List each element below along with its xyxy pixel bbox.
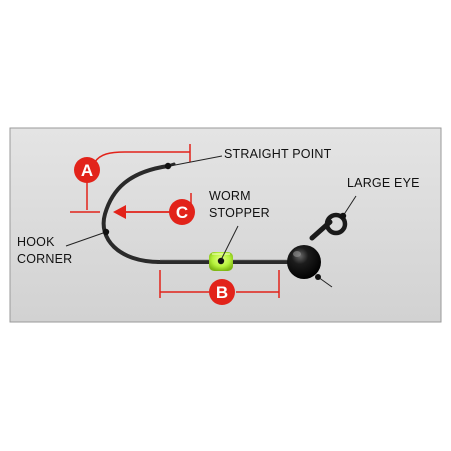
badge-c bbox=[169, 199, 195, 225]
dot-worm-stopper bbox=[217, 257, 225, 265]
label-stopper: STOPPER bbox=[209, 206, 270, 220]
badge-b bbox=[209, 279, 235, 305]
dot-hook-corner bbox=[102, 228, 110, 236]
callout-c: C bbox=[113, 193, 195, 225]
label-worm: WORM bbox=[209, 189, 251, 203]
dot-straight-point bbox=[164, 162, 172, 170]
callout-b: B bbox=[159, 270, 280, 305]
badge-c-letter: C bbox=[176, 203, 188, 222]
arrow-c-head bbox=[113, 205, 126, 219]
label-hook: HOOK bbox=[17, 235, 55, 249]
dot-jig-head bbox=[315, 274, 321, 280]
jig-hook bbox=[101, 162, 348, 279]
badge-a bbox=[74, 157, 100, 183]
hook-bend bbox=[101, 164, 170, 264]
dot-large-eye bbox=[339, 212, 347, 220]
label-straight-point: STRAIGHT POINT bbox=[224, 147, 332, 161]
label-corner: CORNER bbox=[17, 252, 72, 266]
callout-a: A bbox=[70, 144, 191, 213]
pointers bbox=[65, 155, 357, 288]
badge-b-letter: B bbox=[216, 283, 228, 302]
line-tie-eye bbox=[309, 212, 348, 241]
label-large-eye: LARGE EYE bbox=[347, 176, 420, 190]
jig-head bbox=[287, 245, 321, 279]
badge-a-letter: A bbox=[81, 161, 93, 180]
